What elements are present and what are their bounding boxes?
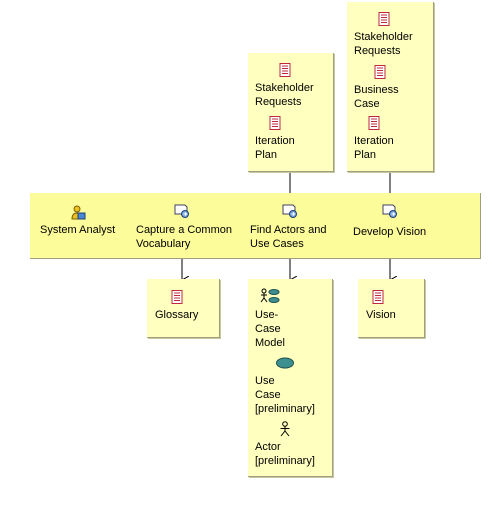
task-label: Find Actors and Use Cases [250,224,327,250]
task-find-actors[interactable]: Find Actors and Use Cases [250,203,326,251]
document-icon [372,290,384,304]
output-label: Use- Case Model [255,309,285,349]
output-box-vision: Vision [358,279,425,338]
input-box-find-actors: Stakeholder Requests Iteration Plan [248,53,334,172]
task-icon [382,204,397,218]
task-capture-vocabulary[interactable]: Capture a Common Vocabulary [136,203,232,251]
output-label: Actor [preliminary] [255,441,315,467]
output-box-glossary: Glossary [147,279,220,338]
role-label: System Analyst [40,224,116,236]
output-box-find-actors: Use- Case Model Use Case [preliminary] A… [248,279,333,477]
task-develop-vision[interactable]: Develop Vision [353,203,426,239]
input-label: Iteration Plan [255,135,295,161]
output-vision[interactable]: Vision [366,290,396,322]
input-business-case[interactable]: Business Case [354,65,399,111]
input-iteration-plan[interactable]: Iteration Plan [354,116,394,162]
input-label: Business Case [354,84,399,110]
role-system-analyst[interactable]: System Analyst [40,205,115,237]
input-label: Stakeholder Requests [255,82,314,108]
output-label: Glossary [155,309,199,321]
task-icon [282,204,297,218]
actor-icon [280,421,290,437]
output-actor-preliminary[interactable]: Actor [preliminary] [255,421,315,468]
task-icon [174,204,189,218]
output-label: Vision [366,309,396,321]
output-glossary[interactable]: Glossary [155,290,198,322]
input-stakeholder-requests[interactable]: Stakeholder Requests [255,63,314,109]
output-label: Use Case [preliminary] [255,375,315,415]
activity-band: System Analyst Capture a Common Vocabula… [30,193,481,259]
document-icon [368,116,380,130]
document-icon [378,12,390,26]
input-box-develop-vision: Stakeholder Requests Business Case Itera… [347,2,434,172]
input-label: Iteration Plan [354,135,394,161]
document-icon [171,290,183,304]
use-case-model-icon [260,288,280,303]
input-iteration-plan[interactable]: Iteration Plan [255,116,295,162]
output-use-case-preliminary[interactable]: Use Case [preliminary] [255,357,315,416]
input-stakeholder-requests[interactable]: Stakeholder Requests [354,12,413,58]
output-use-case-model[interactable]: Use- Case Model [255,288,285,350]
use-case-icon [276,357,294,369]
task-label: Capture a Common Vocabulary [136,224,232,250]
task-label: Develop Vision [353,226,427,238]
document-icon [374,65,386,79]
input-label: Stakeholder Requests [354,31,413,57]
role-worker-icon [71,205,86,220]
document-icon [269,116,281,130]
document-icon [279,63,291,77]
